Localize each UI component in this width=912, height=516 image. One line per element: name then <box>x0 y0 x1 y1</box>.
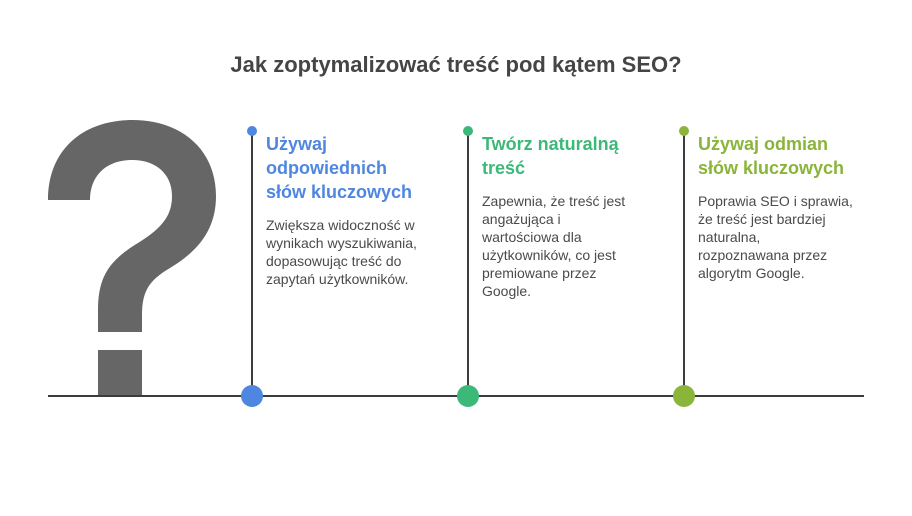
step-description-line: dopasowując treść do <box>266 253 402 269</box>
timeline-stem <box>467 131 469 396</box>
step-heading-line: Używaj <box>266 134 328 154</box>
timeline-milestone-dot <box>673 385 695 407</box>
step-heading-line: słów kluczowych <box>266 182 413 202</box>
step-description-line: angażująca i <box>482 211 561 227</box>
step-description-line: zapytań użytkowników. <box>266 271 409 287</box>
step-description-line: Google. <box>482 283 532 299</box>
timeline-baseline <box>48 395 864 397</box>
step-description-line: Zwiększa widoczność w <box>266 217 415 233</box>
step-description-line: algorytm Google. <box>698 265 805 281</box>
step-heading-line: słów kluczowych <box>698 158 845 178</box>
step-description-line: użytkowników, co jest <box>482 247 616 263</box>
step-description-line: rozpoznawana przez <box>698 247 828 263</box>
step-description-line: Zapewnia, że treść jest <box>482 193 626 209</box>
timeline-milestone-dot <box>457 385 479 407</box>
step-description-line: Poprawia SEO i sprawia, <box>698 193 853 209</box>
step-heading: Używaj odpowiednich słów kluczowych <box>266 132 412 204</box>
step-heading-line: Twórz naturalną <box>482 134 619 154</box>
question-mark-icon <box>48 120 216 396</box>
timeline-top-dot <box>679 126 689 136</box>
step-heading-line: Używaj odmian <box>698 134 829 154</box>
step-heading-line: odpowiednich <box>266 158 387 178</box>
step-description-line: wartościowa dla <box>482 229 582 245</box>
timeline-stem <box>251 131 253 396</box>
step-description: Zwiększa widoczność w wynikach wyszukiwan… <box>266 216 417 288</box>
step-description-line: wynikach wyszukiwania, <box>266 235 417 251</box>
page-title: Jak zoptymalizować treść pod kątem SEO? <box>230 52 682 77</box>
step-heading: Twórz naturalną treść <box>482 132 619 180</box>
timeline-top-dot <box>463 126 473 136</box>
step-description-line: naturalna, <box>698 229 761 245</box>
step-description-line: że treść jest bardziej <box>698 211 826 227</box>
step-description: Zapewnia, że treść jest angażująca i warto… <box>482 192 625 300</box>
step-description-line: premiowane przez <box>482 265 597 281</box>
step-heading-line: treść <box>482 158 526 178</box>
timeline-stem <box>683 131 685 396</box>
step-heading: Używaj odmian słów kluczowych <box>698 132 844 180</box>
timeline-milestone-dot <box>241 385 263 407</box>
step-description: Poprawia SEO i sprawia, że treść jest bar… <box>698 192 853 282</box>
timeline-top-dot <box>247 126 257 136</box>
